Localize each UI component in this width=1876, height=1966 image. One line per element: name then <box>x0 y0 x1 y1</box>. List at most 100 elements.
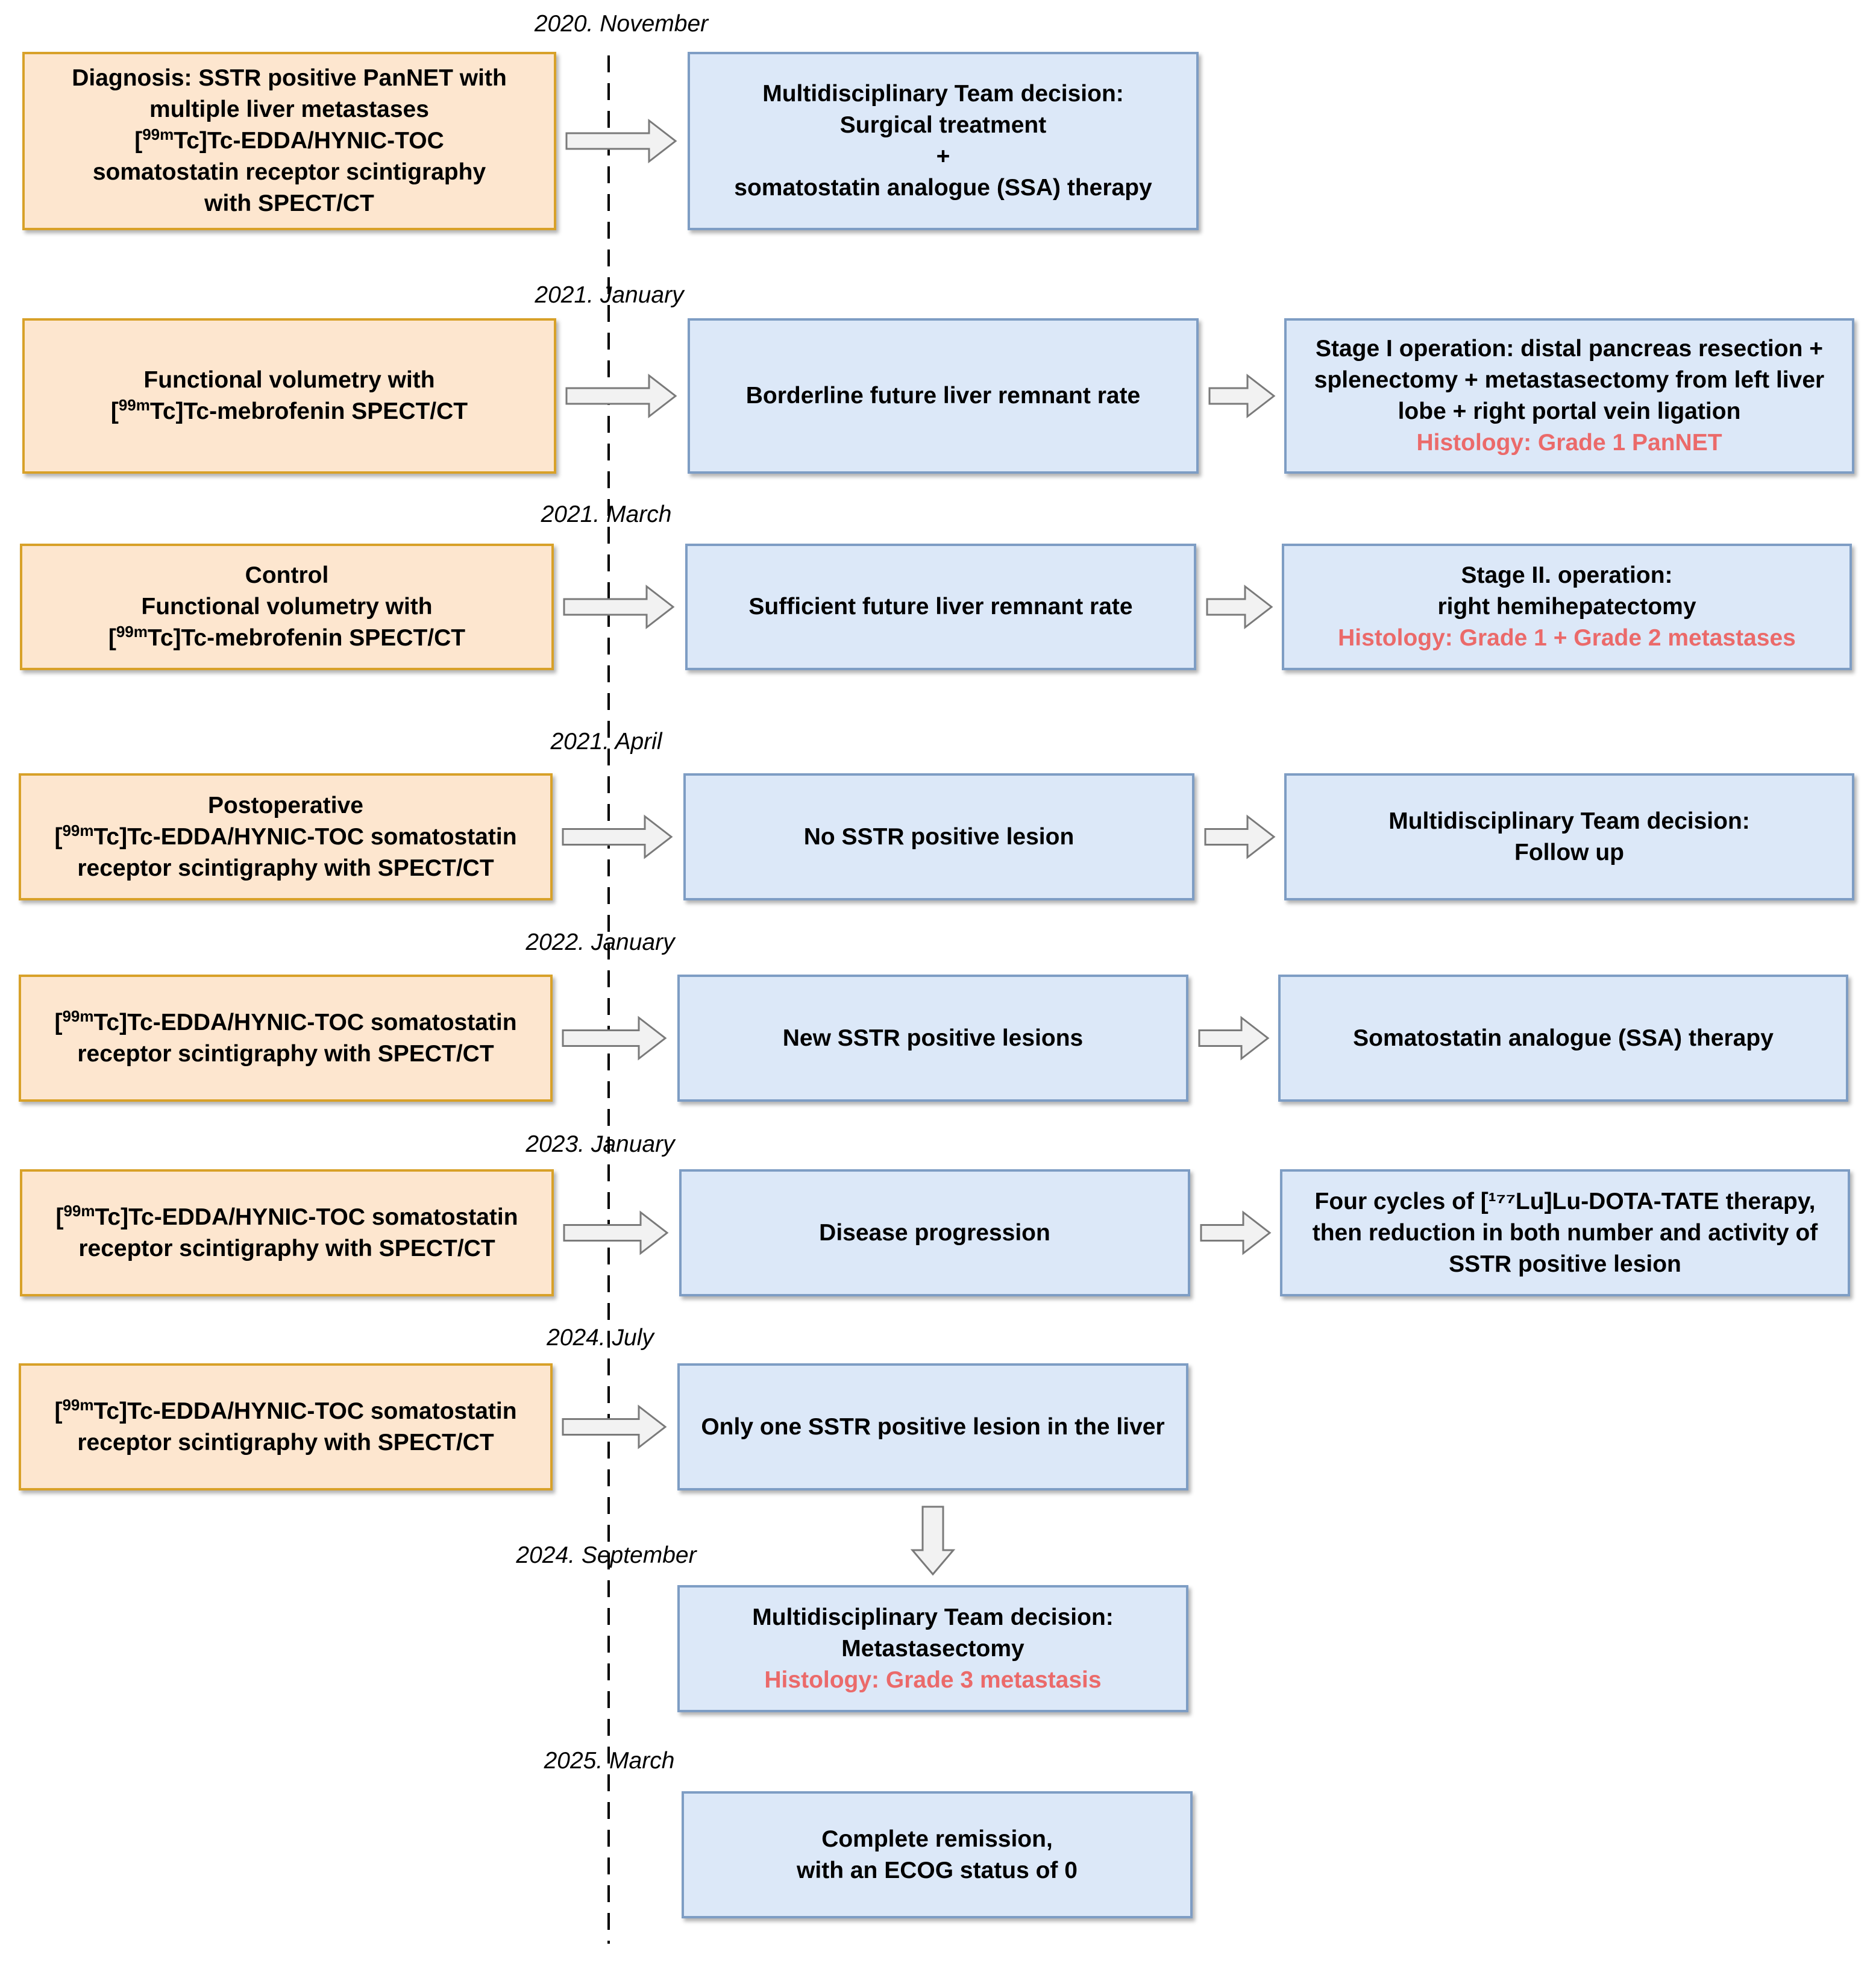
result-box: Borderline future liver remnant rate <box>688 318 1199 474</box>
box-text-line: receptor scintigraphy with SPECT/CT <box>77 1038 494 1070</box>
timeline-date: 2021. January <box>535 282 684 308</box>
box-text-line: SSTR positive lesion <box>1449 1249 1681 1280</box>
right-arrow <box>1200 1210 1272 1255</box>
timeline-date: 2020. November <box>534 11 709 37</box>
box-text-line: with SPECT/CT <box>204 188 374 219</box>
line-text: Functional volumetry with <box>143 367 435 393</box>
box-text-line: Diagnosis: SSTR positive PanNET with <box>72 63 507 94</box>
line-text: Histology: Grade 1 PanNET <box>1416 430 1722 456</box>
box-text-line: Control <box>245 560 329 591</box>
action-box: Somatostatin analogue (SSA) therapy <box>1278 975 1848 1102</box>
box-text-line: Multidisciplinary Team decision: <box>752 1602 1114 1633</box>
box-text-line: No SSTR positive lesion <box>804 821 1074 853</box>
line-text: Tc]Tc-EDDA/HYNIC-TOC somatostatin <box>93 1009 517 1035</box>
box-text-line: New SSTR positive lesions <box>783 1023 1083 1054</box>
box-text-line: [99mTc]Tc-EDDA/HYNIC-TOC somatostatin <box>55 1202 518 1233</box>
line-text: Functional volumetry with <box>141 594 433 620</box>
box-text-line: then reduction in both number and activi… <box>1313 1217 1818 1249</box>
bracket-text: [ <box>54 1398 63 1424</box>
box-text-line: multiple liver metastases <box>149 94 429 125</box>
line-text: splenectomy + metastasectomy from left l… <box>1314 367 1825 393</box>
bracket-text: [ <box>54 1009 63 1035</box>
box-text-line: Metastasectomy <box>841 1633 1024 1665</box>
line-text: Stage I operation: distal pancreas resec… <box>1315 336 1824 362</box>
line-text: Histology: Grade 3 metastasis <box>764 1666 1102 1693</box>
action-box: Multidisciplinary Team decision: Follow u… <box>1284 773 1854 900</box>
line-text: somatostatin receptor scintigraphy <box>92 159 486 185</box>
line-text: receptor scintigraphy with SPECT/CT <box>77 1040 494 1067</box>
line-text: Somatostatin analogue (SSA) therapy <box>1353 1025 1774 1051</box>
line-text: somatostatin analogue (SSA) therapy <box>734 175 1152 201</box>
result-box: Complete remission, with an ECOG status o… <box>682 1791 1193 1918</box>
line-text: Complete remission, <box>821 1826 1053 1852</box>
box-text-line: [99mTc]Tc-mebrofenin SPECT/CT <box>108 623 465 654</box>
line-text: Tc]Tc-EDDA/HYNIC-TOC somatostatin <box>93 1398 517 1424</box>
exam-box: Postoperative[99mTc]Tc-EDDA/HYNIC-TOC so… <box>19 773 553 900</box>
box-text-line: receptor scintigraphy with SPECT/CT <box>77 853 494 884</box>
line-text: Four cycles of [¹⁷⁷Lu]Lu-DOTA-TATE thera… <box>1314 1188 1816 1214</box>
timeline-date: 2022. January <box>525 929 675 955</box>
line-text: Disease progression <box>819 1219 1050 1246</box>
result-box: Sufficient future liver remnant rate <box>685 544 1196 670</box>
line-text: Surgical treatment <box>839 112 1047 138</box>
isotope-superscript: 99m <box>63 1201 95 1220</box>
bracket-text: [ <box>108 625 116 651</box>
action-box: Four cycles of [¹⁷⁷Lu]Lu-DOTA-TATE thera… <box>1280 1169 1850 1296</box>
box-text-line: right hemihepatectomy <box>1437 591 1696 623</box>
isotope-superscript: 99m <box>118 396 150 414</box>
histology-text: Histology: Grade 1 + Grade 2 metastases <box>1338 623 1796 654</box>
result-box: New SSTR positive lesions <box>677 975 1188 1102</box>
result-box: Multidisciplinary Team decision:Metastas… <box>677 1585 1188 1712</box>
line-text: Sufficient future liver remnant rate <box>748 594 1133 620</box>
line-text: Follow up <box>1514 839 1624 865</box>
right-arrow <box>562 1016 667 1061</box>
box-text-line: Multidisciplinary Team decision: <box>762 78 1124 110</box>
line-text: Multidisciplinary Team decision: <box>762 81 1124 107</box>
right-arrow <box>563 584 675 630</box>
box-text-line: Sufficient future liver remnant rate <box>748 591 1132 623</box>
box-text-line: somatostatin analogue (SSA) therapy <box>734 172 1152 204</box>
box-text-line: receptor scintigraphy with SPECT/CT <box>78 1233 495 1264</box>
line-text: receptor scintigraphy with SPECT/CT <box>78 1235 495 1261</box>
box-text-line: lobe + right portal vein ligation <box>1398 396 1741 427</box>
line-text: multiple liver metastases <box>149 96 429 122</box>
right-arrow <box>562 1404 667 1449</box>
timeline-date: 2023. January <box>525 1131 675 1157</box>
line-text: right hemihepatectomy <box>1437 594 1696 620</box>
bracket-text: [ <box>134 128 143 154</box>
line-text: Postoperative <box>208 792 363 818</box>
line-text: Stage II. operation: <box>1461 562 1673 588</box>
right-arrow <box>563 1210 669 1255</box>
timeline-date: 2021. March <box>541 501 672 527</box>
box-text-line: splenectomy + metastasectomy from left l… <box>1314 365 1824 396</box>
box-text-line: [99mTc]Tc-EDDA/HYNIC-TOC <box>134 125 444 157</box>
action-box: Stage I operation: distal pancreas resec… <box>1284 318 1854 474</box>
line-text: Multidisciplinary Team decision: <box>1388 808 1750 834</box>
isotope-superscript: 99m <box>142 125 174 143</box>
line-text: with an ECOG status of 0 <box>797 1857 1078 1883</box>
box-text-line: Disease progression <box>819 1217 1050 1249</box>
box-text-line: Somatostatin analogue (SSA) therapy <box>1353 1023 1774 1054</box>
right-arrow <box>1206 584 1273 630</box>
timeline-date: 2021. April <box>550 729 662 755</box>
line-text: Tc]Tc-mebrofenin SPECT/CT <box>149 398 468 424</box>
exam-box: [99mTc]Tc-EDDA/HYNIC-TOC somatostatin rec… <box>19 1363 553 1490</box>
bracket-text: [ <box>54 823 63 850</box>
isotope-superscript: 99m <box>62 1395 94 1414</box>
box-text-line: Functional volumetry with <box>143 365 434 396</box>
line-text: New SSTR positive lesions <box>782 1025 1084 1051</box>
box-text-line: [99mTc]Tc-EDDA/HYNIC-TOC somatostatin <box>54 1007 516 1038</box>
isotope-superscript: 99m <box>62 821 94 840</box>
line-text: Tc]Tc-EDDA/HYNIC-TOC somatostatin <box>95 1204 518 1230</box>
box-text-line: Surgical treatment <box>840 110 1046 141</box>
right-arrow <box>565 373 677 419</box>
box-text-line: Follow up <box>1514 837 1624 868</box>
line-text: then reduction in both number and activi… <box>1312 1219 1818 1246</box>
right-arrow <box>1198 1016 1270 1061</box>
line-text: Control <box>245 562 329 588</box>
right-arrow <box>565 118 677 164</box>
box-text-line: + <box>936 141 950 172</box>
box-text-line: receptor scintigraphy with SPECT/CT <box>77 1427 494 1459</box>
box-text-line: [99mTc]Tc-mebrofenin SPECT/CT <box>111 396 468 427</box>
